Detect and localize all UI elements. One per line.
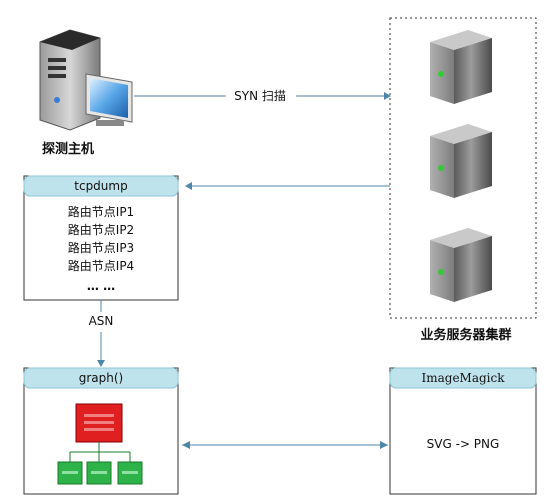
route-node-item: 路由节点IP4 bbox=[68, 258, 134, 273]
server-icon bbox=[430, 124, 492, 198]
arrow-right-head bbox=[380, 441, 388, 449]
server-icon bbox=[430, 30, 492, 104]
route-node-item: 路由节点IP2 bbox=[68, 222, 134, 237]
probe-host-label: 探测主机 bbox=[42, 141, 94, 157]
tcpdump-title: tcpdump bbox=[74, 179, 127, 193]
route-node-item: 路由节点IP3 bbox=[68, 240, 134, 255]
tcpdump-box: tcpdump 路由节点IP1 路由节点IP2 路由节点IP3 路由节点IP4 … bbox=[23, 175, 179, 301]
arrow-left-head bbox=[182, 441, 190, 449]
graph-title: graph() bbox=[79, 371, 124, 385]
graph-box: graph() bbox=[23, 367, 179, 495]
probe-computer-icon bbox=[39, 29, 133, 131]
server-cluster-label: 业务服务器集群 bbox=[420, 327, 511, 343]
conversion-label: SVG -> PNG bbox=[427, 437, 500, 451]
tree-diagram-icon bbox=[57, 403, 143, 485]
imagemagick-box: ImageMagick SVG -> PNG bbox=[389, 367, 537, 495]
ellipsis: … … bbox=[87, 279, 115, 293]
syn-scan-label: SYN 扫描 bbox=[234, 89, 286, 103]
imagemagick-title: ImageMagick bbox=[421, 371, 505, 385]
server-cluster-box bbox=[389, 17, 537, 319]
asn-label: ASN bbox=[89, 314, 114, 328]
route-node-item: 路由节点IP1 bbox=[68, 204, 134, 219]
server-icon bbox=[430, 228, 492, 302]
